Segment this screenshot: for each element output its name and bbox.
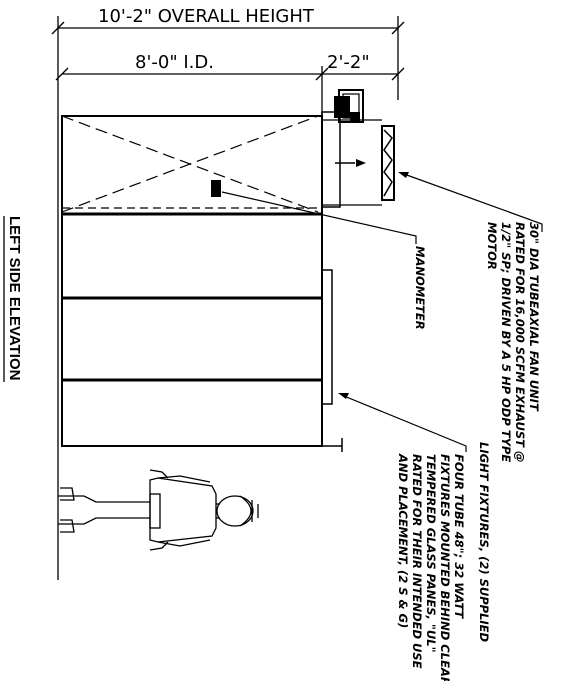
light-note-line-6: AND PLACEMENT, (2 S & G) xyxy=(396,453,410,628)
fan-note-line-1: 30" DIA TUBEAXIAL FAN UNIT xyxy=(527,222,541,412)
view-title: LEFT SIDE ELEVATION xyxy=(3,216,23,382)
booth-body xyxy=(61,115,343,452)
light-fixture xyxy=(321,269,467,452)
fan-motor xyxy=(334,89,364,123)
fan-depth-label: 2'-2" xyxy=(327,52,370,73)
inside-dimension: 8'-0" I.D. xyxy=(55,52,329,118)
light-note-line-4: TEMPERED GLASS PANES, "UL" xyxy=(424,454,438,653)
fan-note-line-4: MOTOR xyxy=(485,222,499,270)
tubeaxial-fan-unit xyxy=(321,89,543,232)
light-note-line-3: FIXTURES MOUNTED BEHIND CLEAR xyxy=(438,454,452,681)
exhaust-plenum xyxy=(61,115,319,213)
fan-note-line-2: RATED FOR 16,000 SCFM EXHAUST @ xyxy=(513,222,527,463)
light-note-line-5: RATED FOR THEIR INTENDED USE xyxy=(410,454,424,669)
light-note-line-2: FOUR TUBE 48"; 32 WATT xyxy=(452,454,466,619)
view-title-label: LEFT SIDE ELEVATION xyxy=(6,216,23,380)
manometer: MANOMETER xyxy=(211,180,427,330)
light-note: LIGHT FIXTURES, (2) SUPPLIED FOUR TUBE 4… xyxy=(396,442,491,681)
person-scale-figure xyxy=(58,469,259,551)
fan-note-line-3: 1/2" SP; DRIVEN BY A 5 HP ODP TYPE xyxy=(499,222,513,462)
fan-note: 30" DIA TUBEAXIAL FAN UNIT RATED FOR 16,… xyxy=(485,222,541,463)
overall-height-label: 10'-2" OVERALL HEIGHT xyxy=(98,6,315,27)
fan-depth-dimension: 2'-2" xyxy=(322,52,405,81)
manometer-label: MANOMETER xyxy=(413,246,427,330)
light-note-line-1: LIGHT FIXTURES, (2) SUPPLIED xyxy=(477,442,491,643)
overall-height-dimension: 10'-2" OVERALL HEIGHT xyxy=(51,6,405,580)
inside-dimension-label: 8'-0" I.D. xyxy=(135,52,214,73)
